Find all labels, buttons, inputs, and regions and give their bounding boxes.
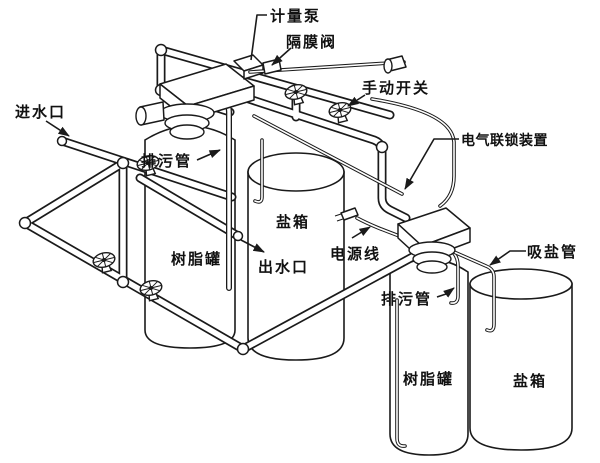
diaphragm-valve-leader — [271, 47, 292, 66]
salt-suction-pipe-label: 吸盐管 — [527, 243, 578, 261]
water-inlet-leader — [45, 120, 70, 137]
labels: 计量泵 隔膜阀 手动开关 进水口 排污管 电气联锁装置 盐箱 树脂罐 出水口 电… — [15, 7, 578, 390]
salt-tank-right-opening — [469, 268, 573, 300]
manual-switch-leader — [347, 94, 366, 107]
control-valve-left — [135, 54, 264, 140]
tee-fitting — [116, 156, 130, 170]
salt-tank-right-body — [469, 283, 573, 451]
control-valve-right — [397, 207, 471, 274]
plug-prong — [334, 213, 342, 217]
drain-pipe-right-label: 排污管 — [381, 290, 432, 308]
tee-fitting — [116, 275, 130, 289]
outlet-pipe-end — [232, 230, 244, 242]
water-outlet-leader — [240, 239, 265, 253]
metering-line — [248, 55, 407, 75]
salt-suction-leader — [489, 250, 526, 266]
salt-tank-right-label: 盐箱 — [513, 372, 547, 390]
power-plug — [334, 207, 359, 222]
drain-right-leader — [436, 287, 455, 298]
pipe-left-frame-upper-fill — [25, 163, 123, 223]
metering-pump-label: 计量泵 — [270, 7, 321, 25]
salt-tank-center-opening — [247, 152, 345, 192]
electrical-interlock-label: 电气联锁装置 — [461, 132, 548, 149]
drain-pipe-left-label: 排污管 — [141, 152, 192, 170]
water-inlet-label: 进水口 — [15, 103, 66, 121]
plug-body — [340, 207, 359, 221]
tanks — [144, 125, 573, 456]
resin-tank-left-label: 树脂罐 — [171, 250, 222, 268]
elbow-fitting — [375, 140, 389, 154]
metering-pump-leader — [250, 14, 267, 61]
salt-tank-center-label: 盐箱 — [276, 213, 310, 231]
plug-prong — [336, 218, 344, 222]
inlet-pipe-end — [56, 135, 68, 147]
water-outlet-label: 出水口 — [258, 258, 309, 276]
leaders — [45, 14, 526, 298]
diaphragm-valve-label: 隔膜阀 — [286, 33, 337, 51]
elbow-fitting — [236, 342, 250, 356]
manual-switch-label: 手动开关 — [362, 79, 430, 97]
power-cord-leader — [351, 226, 371, 239]
piping-main — [18, 43, 419, 356]
valve-side-port-cap — [135, 106, 147, 126]
valve-flange — [416, 260, 448, 274]
drain-left-leader — [196, 149, 221, 161]
resin-tank-right-label: 树脂罐 — [403, 370, 454, 388]
injection-fitting-cap — [383, 58, 393, 74]
interlock-leader — [404, 138, 459, 190]
elbow-fitting — [154, 43, 168, 57]
valve-flange — [169, 124, 205, 140]
elbow-fitting — [18, 216, 32, 230]
power-cord-wire-fill — [356, 217, 403, 238]
power-cord-label: 电源线 — [330, 245, 381, 263]
